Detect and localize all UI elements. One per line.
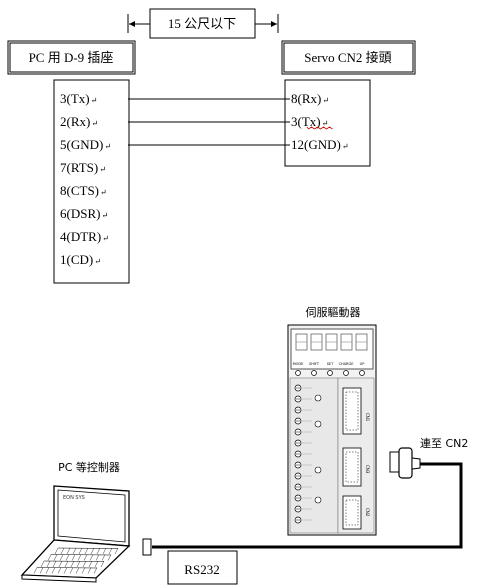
servo-connector-title: Servo CN2 接頭: [304, 50, 391, 65]
drive-display: [290, 328, 374, 370]
panel-button: [343, 370, 349, 376]
seven-segment-display: [295, 333, 368, 351]
panel-label: UP: [360, 362, 365, 366]
pc-pin-6: 4(DTR)↵: [60, 229, 109, 244]
terminal-indicator: [314, 394, 322, 402]
rs232-label: RS232: [184, 562, 219, 577]
panel-button-labels: MODE SHIFT SET CHARGE UP: [293, 362, 365, 366]
rs232-cable: [152, 462, 463, 549]
drive-title: 伺服驅動器: [306, 305, 361, 319]
paragraph-mark-icon: ↵: [342, 142, 349, 151]
paragraph-mark-icon: ↵: [94, 257, 101, 266]
panel-button: [359, 370, 365, 376]
paragraph-mark-icon: ↵: [99, 165, 106, 174]
pc-pin-box: [53, 79, 130, 284]
laptop-keyboard: [33, 547, 119, 574]
pc-pin-7: 1(CD)↵: [60, 252, 101, 267]
paragraph-mark-icon: ↵: [322, 96, 329, 105]
cn2-label: 連至 CN2: [420, 436, 468, 450]
pc-pin-0: 3(Tx)↵: [60, 91, 97, 106]
laptop-screen-text: EON SYS: [63, 495, 85, 501]
distance-indicator: 15 公尺以下: [127, 8, 279, 39]
paragraph-mark-icon: ↵: [101, 211, 108, 220]
panel-label: SET: [327, 362, 334, 366]
pc-pin-4: 8(CTS)↵: [60, 183, 107, 198]
db9-plug-icon: [142, 538, 152, 556]
paragraph-mark-icon: ↵: [91, 96, 98, 105]
terminal-indicator: [314, 496, 322, 504]
panel-label: SHIFT: [309, 362, 320, 366]
servo-pin-0: 8(Rx)↵: [291, 91, 329, 106]
panel-button: [327, 370, 333, 376]
svg-text:CN1: CN1: [365, 413, 370, 422]
paragraph-mark-icon: ↵: [91, 119, 98, 128]
panel-label: MODE: [293, 362, 304, 366]
terminal-screws: [294, 384, 322, 524]
terminal-indicator: [314, 466, 322, 474]
paragraph-mark-icon: ↵: [322, 119, 329, 128]
svg-text:CN2: CN2: [365, 508, 370, 517]
laptop-icon: EON SYS: [20, 485, 131, 583]
rs232-label-box: [167, 550, 238, 585]
panel-buttons: [295, 370, 365, 376]
servo-pin-2: 12(GND)↵: [291, 137, 349, 152]
panel-button: [295, 370, 301, 376]
servo-drive: MODE SHIFT SET CHARGE UP CN1 CN3 CN2: [287, 324, 377, 536]
pc-connector-title: PC 用 D-9 插座: [29, 50, 114, 65]
cn1-connector: CN1: [342, 387, 370, 435]
paragraph-mark-icon: ↵: [100, 188, 107, 197]
pc-pin-5: 6(DSR)↵: [60, 206, 108, 221]
servo-pin-list: 8(Rx)↵ 3(Tx)↵ 12(GND)↵: [291, 91, 349, 152]
spellcheck-squiggle: [306, 126, 333, 130]
servo-connector-title-box: [281, 40, 416, 75]
paragraph-mark-icon: ↵: [104, 142, 111, 151]
pc-pin-3: 7(RTS)↵: [60, 160, 106, 175]
terminal-indicator: [314, 420, 322, 428]
cn3-connector: CN3: [342, 447, 370, 487]
paragraph-mark-icon: ↵: [102, 234, 109, 243]
panel-label: CHARGE: [339, 362, 354, 366]
distance-box: [149, 8, 256, 39]
pc-title: PC 等控制器: [58, 460, 120, 474]
cn2-plug-icon: [389, 447, 421, 479]
servo-pin-box: [284, 79, 371, 167]
servo-pin-1: 3(Tx)↵: [291, 114, 328, 129]
cn2-connector: CN2: [342, 495, 370, 530]
svg-text:CN3: CN3: [365, 465, 370, 474]
pc-pin-list: 3(Tx)↵ 2(Rx)↵ 5(GND)↵ 7(RTS)↵ 8(CTS)↵ 6(DSR)↵…: [60, 91, 111, 267]
pc-connector-title-box: [7, 40, 136, 75]
pc-pin-2: 5(GND)↵: [60, 137, 111, 152]
distance-label: 15 公尺以下: [168, 16, 236, 31]
pc-pin-1: 2(Rx)↵: [60, 114, 98, 129]
panel-button: [311, 370, 317, 376]
